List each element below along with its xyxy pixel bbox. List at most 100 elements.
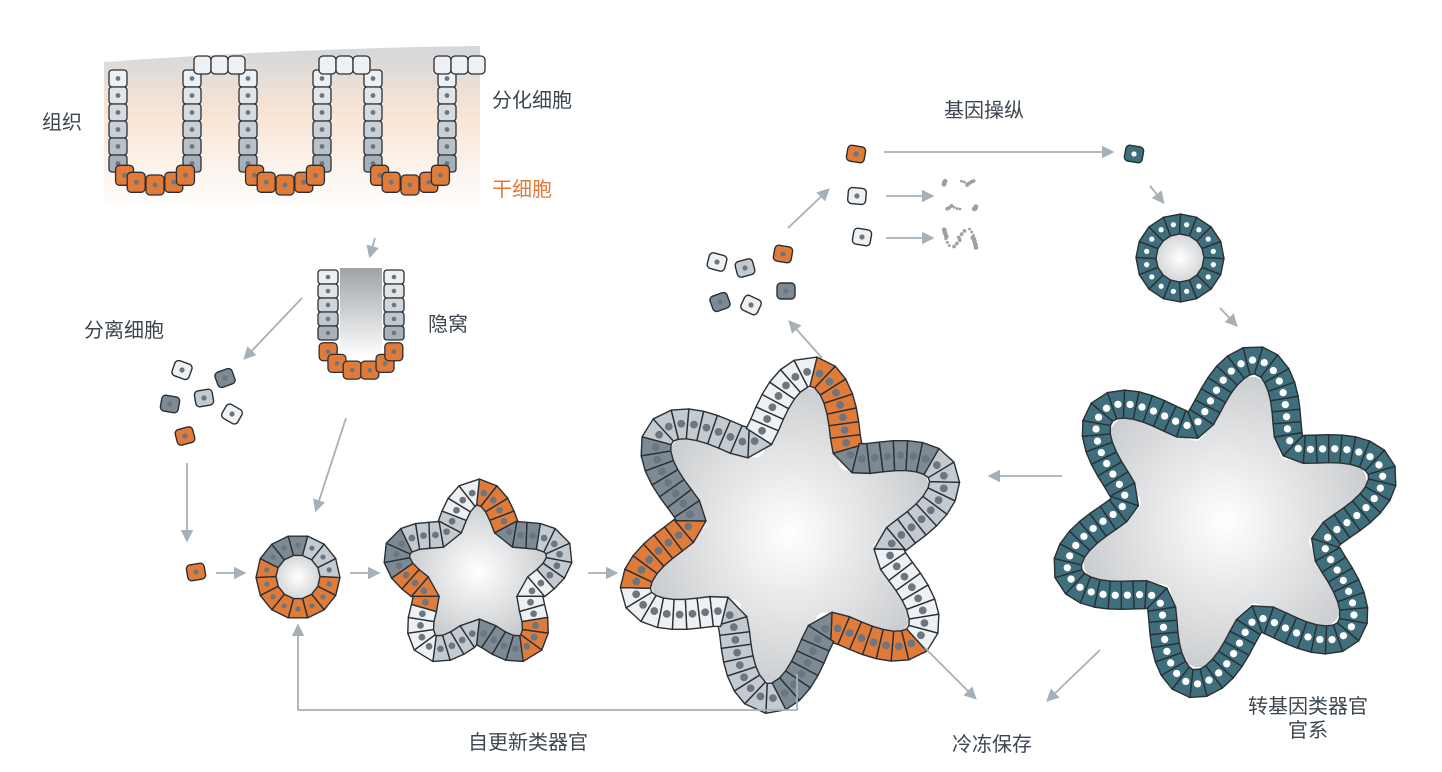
cell-nucleus: [325, 349, 331, 355]
villus-tip-cell: [318, 55, 337, 75]
cell-nucleus: [1259, 614, 1267, 623]
cell-nucleus: [1212, 386, 1221, 394]
cell-nucleus: [1148, 591, 1156, 600]
single-cell: [193, 388, 215, 408]
cell-nucleus: [1321, 545, 1329, 553]
cell-nucleus: [729, 623, 738, 632]
cell-nucleus: [1102, 404, 1111, 412]
cell-nucleus: [632, 577, 641, 586]
cell-nucleus: [325, 302, 331, 308]
cell-nucleus: [1109, 510, 1117, 519]
cell-nucleus: [1327, 556, 1335, 564]
cell-nucleus: [1281, 624, 1290, 632]
cell-nucleus: [443, 528, 450, 536]
cell-nucleus: [664, 478, 673, 487]
cell-nucleus: [391, 330, 397, 336]
cell-nucleus: [671, 489, 680, 498]
cell-nucleus: [1269, 366, 1277, 375]
cell-nucleus: [1355, 448, 1363, 456]
cell-nucleus: [391, 288, 397, 294]
cell-nucleus: [115, 110, 121, 115]
cell-nucleus: [769, 694, 777, 703]
cell-nucleus: [726, 433, 735, 441]
cell-nucleus: [395, 562, 403, 570]
cell-nucleus: [1182, 677, 1190, 686]
cell-nucleus: [746, 684, 755, 693]
cell-nucleus: [1281, 400, 1289, 409]
cell-nucleus: [334, 361, 340, 366]
cell-nucleus: [245, 144, 251, 149]
cell-nucleus: [420, 587, 428, 595]
cell-nucleus: [1123, 591, 1132, 599]
cell-nucleus: [432, 531, 439, 539]
label-self-renewing-organoid: 自更新类器官: [468, 730, 588, 754]
organoid-small: [255, 535, 341, 619]
cell-nucleus: [326, 567, 332, 573]
cell-nucleus: [1089, 524, 1097, 533]
cell-nucleus: [556, 550, 563, 558]
cell-nucleus: [814, 635, 822, 644]
transgenic-large-lumen: [1083, 376, 1367, 668]
cell-nucleus: [1196, 227, 1202, 233]
cell-nucleus: [783, 288, 789, 294]
cell-nucleus: [245, 93, 251, 98]
cell-nucleus: [1227, 367, 1235, 375]
cell-nucleus: [391, 302, 397, 308]
cell-nucleus: [1161, 635, 1169, 644]
cell-nucleus: [664, 538, 673, 547]
cell-nucleus: [791, 372, 800, 381]
cell-nucleus: [245, 110, 251, 115]
cell-nucleus: [869, 638, 878, 647]
cell-nucleus: [270, 554, 276, 560]
cell-nucleus: [301, 179, 307, 185]
cell-nucleus: [731, 635, 740, 644]
isolated-cells-group: [159, 359, 244, 582]
cell-nucleus: [320, 554, 326, 560]
cell-nucleus: [1158, 611, 1167, 619]
cell-nucleus: [420, 532, 427, 540]
cell-nucleus: [1343, 519, 1351, 527]
cell-nucleus: [122, 172, 127, 178]
cell-nucleus: [500, 642, 508, 650]
cell-nucleus: [845, 629, 854, 637]
cell-nucleus: [1094, 413, 1103, 421]
cell-debris: [945, 241, 949, 244]
cell-nucleus: [222, 375, 228, 381]
tissue-villi: [104, 46, 486, 212]
cell-nucleus: [1184, 288, 1190, 294]
cell-nucleus: [1215, 669, 1223, 677]
cell-nucleus: [714, 259, 720, 265]
cell-nucleus: [897, 531, 906, 539]
single-cell: [220, 403, 244, 425]
arrow: [313, 417, 347, 513]
cell-nucleus: [918, 606, 927, 615]
cell-nucleus: [189, 110, 195, 115]
cell-nucleus: [417, 622, 424, 629]
label-stem-cells: 干细胞: [492, 177, 552, 201]
cell-nucleus: [1193, 680, 1202, 688]
cell-nucleus: [1158, 227, 1164, 233]
cell-nucleus: [1328, 636, 1336, 644]
cell-nucleus: [1144, 262, 1150, 268]
villus-tip-cell: [450, 55, 469, 75]
cell-nucleus: [480, 489, 488, 497]
cell-debris: [962, 229, 967, 233]
cell-nucleus: [939, 484, 948, 493]
cell-nucleus: [1282, 413, 1291, 421]
single-cell: [776, 282, 796, 300]
cell-nucleus: [886, 551, 894, 560]
cell-debris: [943, 233, 949, 239]
cell-nucleus: [1376, 484, 1384, 492]
single-cell: [709, 291, 731, 313]
cell-nucleus: [1248, 618, 1256, 626]
single-cell: [1123, 144, 1145, 164]
cell-nucleus: [1248, 356, 1257, 364]
cell-nucleus: [1076, 583, 1084, 591]
cell-nucleus: [932, 461, 941, 470]
cell-nucleus: [1206, 397, 1215, 405]
crypt: [317, 268, 405, 380]
cell-nucleus: [921, 455, 930, 463]
cell-nucleus: [838, 413, 847, 422]
cell-nucleus: [189, 76, 195, 81]
cell-nucleus: [546, 571, 554, 579]
